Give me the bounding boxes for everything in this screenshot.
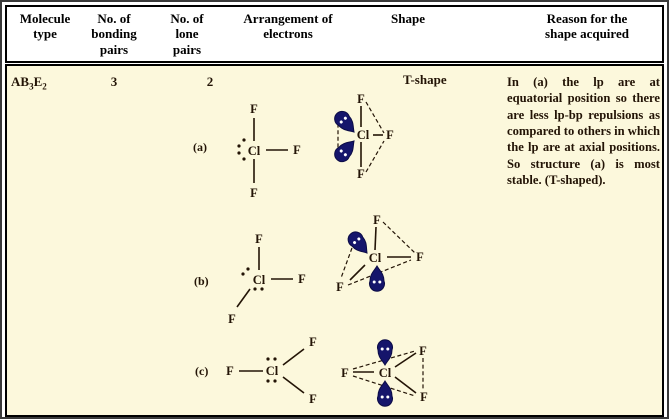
shape-value: T-shape — [403, 72, 447, 87]
bond-line — [349, 264, 366, 281]
lobe-dot — [353, 241, 357, 245]
lewis-structure-c: F Cl F F — [226, 335, 317, 406]
molecule-mid: E — [33, 74, 43, 89]
lone-pairs-value: 2 — [206, 74, 214, 89]
lobe-shape — [377, 339, 393, 366]
bond-line — [236, 288, 251, 308]
atom-f-label: F — [250, 102, 258, 116]
lobe-dot — [339, 120, 343, 124]
lobe-shape — [377, 380, 393, 407]
electron-dot — [266, 379, 270, 383]
atom-f-label: F — [357, 167, 365, 181]
electron-dot — [273, 379, 277, 383]
diagram-label-b: (b) — [194, 274, 209, 288]
atom-cl-label: Cl — [369, 251, 382, 265]
lobe-dot — [386, 395, 390, 399]
atom-f-label: F — [309, 392, 317, 406]
dashed-edge — [352, 350, 416, 370]
header-shape: Shape — [391, 11, 425, 26]
lone-pair-lobe — [377, 380, 393, 407]
lobe-dot — [386, 347, 390, 351]
atom-f-label: F — [228, 312, 236, 326]
dashed-edge — [340, 247, 353, 279]
diagram-label-c: (c) — [195, 364, 209, 378]
atom-cl-label: Cl — [266, 364, 279, 378]
atom-cl-label: Cl — [248, 144, 261, 158]
electron-dot — [242, 157, 246, 161]
lobe-shape — [347, 231, 368, 254]
shape-diagram-b: F Cl F F — [336, 213, 424, 294]
electron-dot — [237, 144, 241, 148]
electron-dot — [253, 287, 257, 291]
atom-f-label: F — [226, 364, 234, 378]
molecule-sub-b: 3 — [29, 81, 34, 92]
atom-f-label: F — [293, 143, 301, 157]
shape-diagram-a: F Cl F F — [334, 92, 394, 181]
atom-cl-label: Cl — [253, 273, 266, 287]
electron-dot — [273, 357, 277, 361]
bond-line — [374, 226, 377, 251]
table-body: AB3E2 3 2 T-shape In (a) the lp are at e… — [5, 64, 664, 417]
lobe-dot — [343, 116, 347, 120]
header-reason: Reason for the shape acquired — [545, 11, 629, 42]
header-bonding-pairs: No. of bonding pairs — [91, 11, 137, 57]
table-header-row: Molecule type No. of bonding pairs No. o… — [5, 5, 664, 63]
header-arrangement: Arrangement of electrons — [243, 11, 333, 42]
atom-f-label: F — [420, 390, 428, 404]
atom-f-label: F — [341, 366, 349, 380]
lobe-dot — [378, 280, 382, 284]
bonding-pairs-value: 3 — [110, 74, 118, 89]
lewis-structure-a: F Cl F F — [237, 102, 301, 200]
bond-line — [282, 376, 305, 394]
lone-pair-lobe — [334, 110, 355, 133]
electron-dot — [246, 267, 250, 271]
header-molecule-type: Molecule type — [19, 11, 71, 42]
lobe-shape — [334, 110, 355, 133]
bond-line — [394, 352, 417, 368]
atom-f-label: F — [386, 128, 394, 142]
lobe-dot — [372, 280, 376, 284]
lobe-dot — [357, 237, 361, 241]
header-lone-pairs: No. of lone pairs — [170, 11, 204, 57]
lobe-dot — [343, 153, 347, 157]
lobe-dot — [380, 347, 384, 351]
shape-diagram-c: F Cl F F — [341, 339, 428, 407]
atom-f-label: F — [416, 250, 424, 264]
bond-line — [394, 376, 417, 394]
atom-cl-label: Cl — [379, 366, 392, 380]
atom-f-label: F — [419, 344, 427, 358]
lone-pair-lobe — [347, 231, 368, 254]
bond-line — [282, 348, 305, 366]
electron-dot — [266, 357, 270, 361]
atom-f-label: F — [357, 92, 365, 106]
dashed-edge — [382, 221, 416, 254]
atom-f-label: F — [255, 232, 263, 246]
lobe-shape — [369, 265, 385, 292]
dashed-edge — [365, 101, 385, 134]
reason-paragraph: In (a) the lp are at equatorial position… — [507, 75, 660, 188]
dashed-edge — [352, 375, 416, 397]
atom-f-label: F — [336, 280, 344, 294]
atom-f-label: F — [250, 186, 258, 200]
lone-pair-lobe — [369, 265, 385, 292]
electron-dot — [260, 287, 264, 291]
lone-pair-lobe — [334, 140, 355, 163]
electron-dot — [237, 151, 241, 155]
lewis-structure-b: F Cl F F — [228, 232, 306, 326]
electron-dot — [241, 272, 245, 276]
lone-pair-lobe — [377, 339, 393, 366]
atom-f-label: F — [373, 213, 381, 227]
lobe-dot — [339, 149, 343, 153]
atom-f-label: F — [298, 272, 306, 286]
electron-dot — [242, 138, 246, 142]
lobe-dot — [380, 395, 384, 399]
atom-f-label: F — [309, 335, 317, 349]
molecule-sub-e: 2 — [42, 81, 47, 92]
molecule-type-value: AB3E2 — [11, 74, 47, 92]
molecule-prefix: AB — [11, 74, 30, 89]
dashed-edge — [365, 140, 385, 173]
lobe-shape — [334, 140, 355, 163]
atom-cl-label: Cl — [357, 128, 370, 142]
diagram-label-a: (a) — [193, 140, 207, 154]
